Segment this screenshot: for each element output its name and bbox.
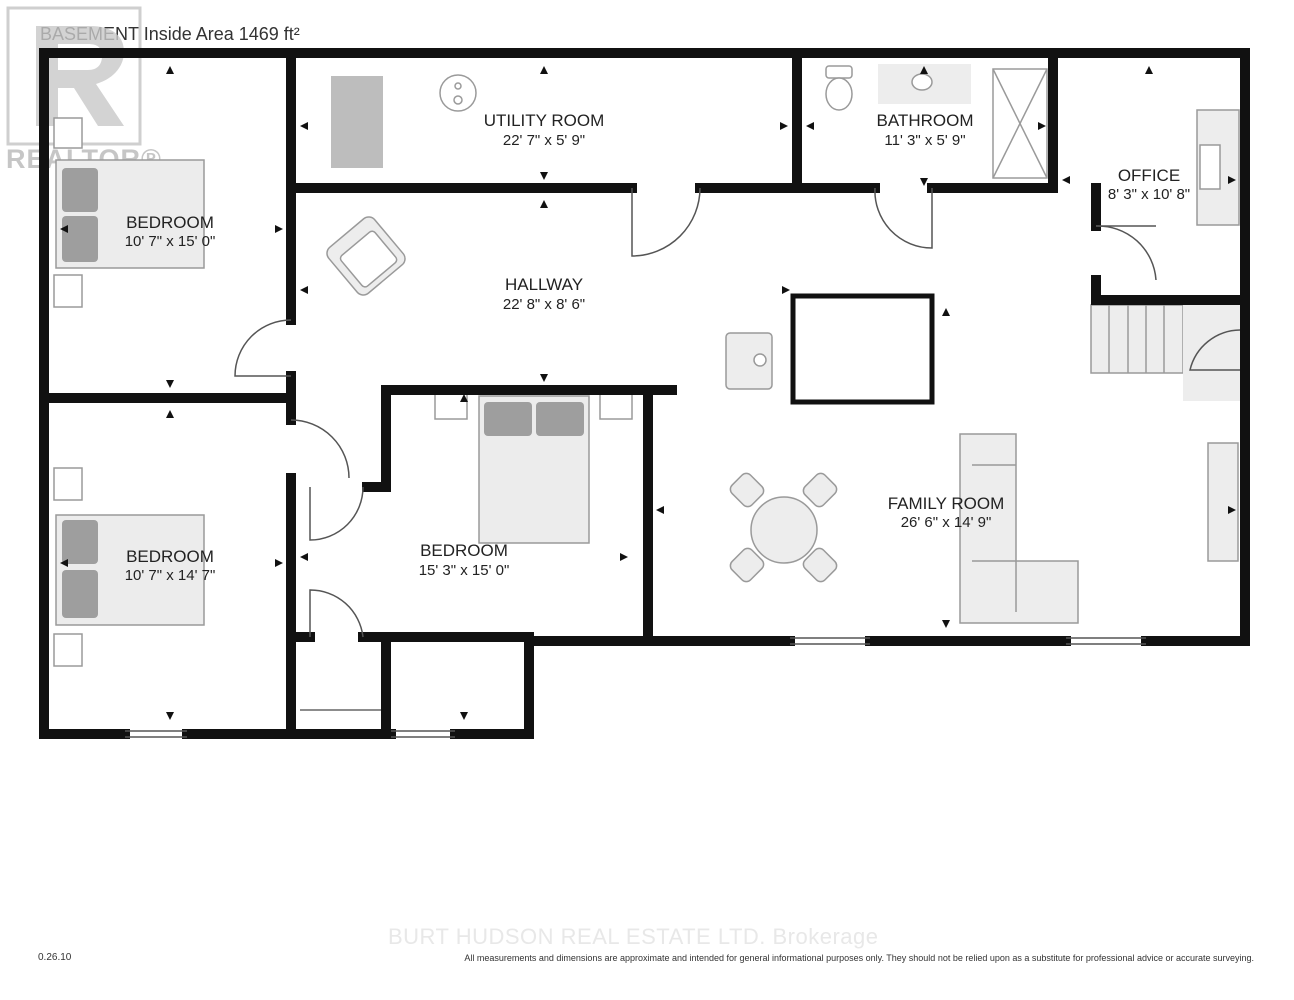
windows [125,637,1146,738]
doors [234,187,1241,638]
room-label-family: FAMILY ROOM [888,494,1005,513]
nightstand [434,392,468,420]
disclaimer-text: All measurements and dimensions are appr… [464,953,1254,963]
room-label-bedroom-3: BEDROOM [420,541,508,560]
sectional-sofa [959,433,1079,624]
utility-appliance [331,76,383,168]
tv-stand [1207,442,1239,562]
room-label-office: OFFICE [1118,166,1180,185]
nightstand [599,392,633,420]
dimension-arrows [60,66,1236,720]
room-dims-office: 8' 3" x 10' 8" [1108,186,1190,203]
room-label-bedroom-2: BEDROOM [126,547,214,566]
room-label-bathroom: BATHROOM [877,111,974,130]
water-heater-icon [439,74,477,112]
room-dims-bedroom-1: 10' 7" x 15' 0" [125,233,216,250]
walls [39,48,1250,739]
room-label-utility: UTILITY ROOM [484,111,605,130]
room-dims-bedroom-3: 15' 3" x 15' 0" [419,562,510,579]
furnace [725,332,773,390]
dining-table [750,496,818,564]
room-label-bedroom-1: BEDROOM [126,213,214,232]
room-dims-bathroom: 11' 3" x 5' 9" [884,132,965,149]
room-dims-hallway: 22' 8" x 8' 6" [503,296,585,313]
nightstand [53,633,83,667]
armchair [326,216,406,296]
toilet-icon [825,77,853,111]
toilet-tank [825,65,853,79]
support-column [790,293,935,405]
brokerage-watermark: BURT HUDSON REAL ESTATE LTD. Brokerage [388,924,879,949]
furniture-layer [53,64,1240,711]
version-label: 0.26.10 [38,952,72,963]
room-dims-family: 26' 6" x 14' 9" [901,514,992,531]
room-dims-utility: 22' 7" x 5' 9" [503,132,585,149]
nightstand [53,117,83,149]
sink-icon [911,73,933,91]
stairs [1090,304,1184,374]
nightstand [53,274,83,308]
room-label-hallway: HALLWAY [505,275,583,294]
room-dims-bedroom-2: 10' 7" x 14' 7" [125,567,216,584]
nightstand [53,467,83,501]
